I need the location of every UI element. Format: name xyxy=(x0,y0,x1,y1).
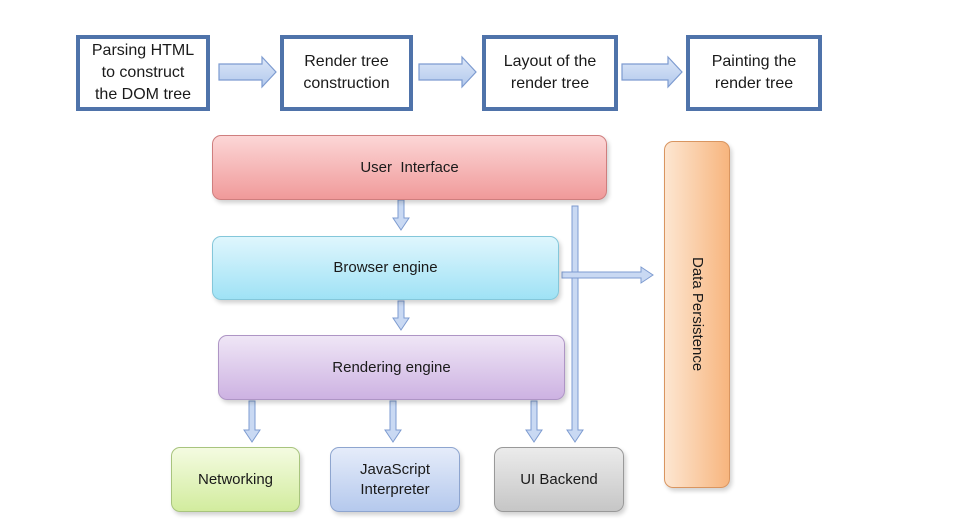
arrow-rendering-to-js-interpreter xyxy=(384,400,402,443)
data-persistence-label: Data Persistence xyxy=(689,257,706,372)
pipeline-arrow-3 xyxy=(621,55,683,89)
networking-label: Networking xyxy=(197,470,274,488)
arrow-browser-to-data-persistence xyxy=(561,266,654,284)
ui-backend-label: UI Backend xyxy=(520,470,598,488)
arrow-ui-to-ui-backend xyxy=(566,205,584,443)
javascript-interpreter-box: JavaScript Interpreter xyxy=(330,447,460,512)
browser-engine-box: Browser engine xyxy=(212,236,559,300)
rendering-engine-label: Rendering engine xyxy=(332,358,451,376)
ui-backend-box: UI Backend xyxy=(494,447,624,512)
pipeline-step-label: Render tree construction xyxy=(303,53,390,92)
arrow-rendering-to-networking xyxy=(243,400,261,443)
arrow-browser-to-rendering-engine xyxy=(392,300,410,331)
pipeline-step-label: Painting the render tree xyxy=(711,53,797,92)
pipeline-step-layout: Layout of the render tree xyxy=(482,35,618,111)
pipeline-step-label: Parsing HTML to construct the DOM tree xyxy=(91,42,195,103)
pipeline-step-render-tree-construction: Render tree construction xyxy=(280,35,413,111)
user-interface-label: User Interface xyxy=(360,158,459,176)
pipeline-step-painting: Painting the render tree xyxy=(686,35,822,111)
pipeline-arrow-1 xyxy=(218,55,277,89)
arrow-ui-to-browser-engine xyxy=(392,199,410,231)
user-interface-box: User Interface xyxy=(212,135,607,200)
data-persistence-box: Data Persistence xyxy=(664,141,730,488)
pipeline-arrow-2 xyxy=(418,55,477,89)
javascript-interpreter-label: JavaScript Interpreter xyxy=(359,460,431,498)
pipeline-step-label: Layout of the render tree xyxy=(503,53,597,92)
networking-box: Networking xyxy=(171,447,300,512)
browser-engine-label: Browser engine xyxy=(333,259,438,276)
arrow-rendering-to-ui-backend xyxy=(525,400,543,443)
rendering-engine-box: Rendering engine xyxy=(218,335,565,400)
pipeline-step-parsing-html: Parsing HTML to construct the DOM tree xyxy=(76,35,210,111)
